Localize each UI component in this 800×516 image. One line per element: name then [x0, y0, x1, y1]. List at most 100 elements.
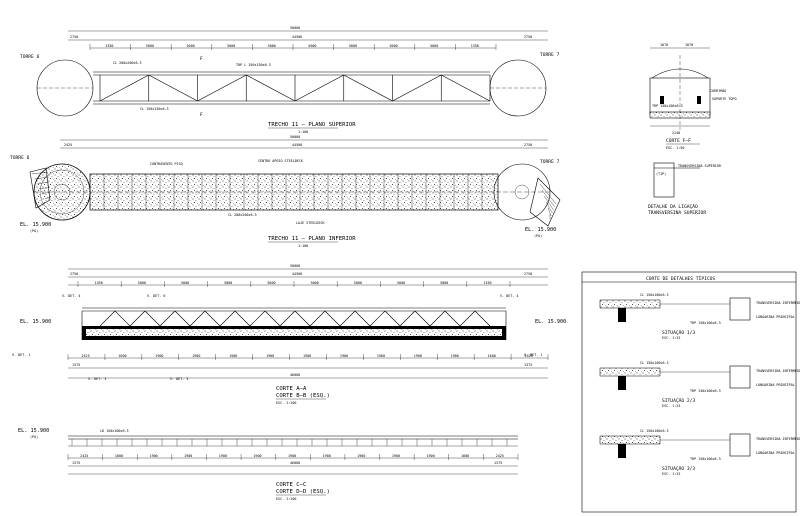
view-scale: 1:100 — [298, 244, 308, 248]
joist — [618, 308, 626, 322]
detail-label: TRANSVERSINA SUPERIOR — [678, 164, 722, 168]
label-top-chord: CL 200x200x6.3 — [113, 61, 142, 65]
dim-value: 5000 — [146, 44, 154, 48]
dim-total: 2140 — [672, 131, 680, 135]
truss-diagonal — [204, 310, 221, 327]
label-cl: CL 200x200x6.3 — [228, 213, 257, 217]
dim-value: 5000 — [224, 281, 232, 285]
truss-diagonals — [99, 74, 491, 102]
dim-value: 1900 — [377, 354, 385, 358]
view-title: TRECHO 11 – PLANO SUPERIOR — [268, 122, 356, 128]
truss-diagonal — [392, 74, 442, 102]
truss-diagonal — [474, 310, 491, 327]
dim-value: 2425 — [496, 454, 504, 458]
tag-left: TORRE 6 — [20, 54, 40, 60]
truss-diagonal — [144, 310, 161, 327]
dim-value: 1900 — [229, 354, 237, 358]
dim-value: 2425 — [80, 454, 88, 458]
dim-value: 5000 — [227, 44, 235, 48]
el-right: EL. 15.900 — [535, 319, 566, 325]
joist — [618, 444, 626, 458]
situacao-scale: ESC. 1:25 — [662, 472, 680, 476]
beam-section — [729, 297, 751, 321]
dim-value: 5000 — [268, 44, 276, 48]
slab-section — [599, 435, 661, 445]
label-long: LONGARINA PRINCIPAL — [756, 383, 795, 387]
tag-left: TORRE 6 — [10, 155, 30, 161]
view-scale: 1:100 — [298, 130, 308, 134]
stair-step — [39, 186, 50, 190]
dim-mid: 44500 — [292, 143, 302, 147]
dim-value: 1900 — [219, 454, 227, 458]
tag-det-1b: V. DET. 1 — [524, 353, 542, 357]
dim-value: 1900 — [155, 354, 163, 358]
truss-diagonals — [81, 310, 507, 340]
dim-value: 1900 — [303, 354, 311, 358]
dim-value: 1600 — [115, 454, 123, 458]
view-corte-ff: 1070 1070 CORRIMÃO TRP 150x100x6.3 SUPOR… — [649, 43, 737, 150]
label-bottom: CL 150x150x6.3 — [140, 107, 169, 111]
el-left-sub: (PA) — [30, 229, 38, 233]
stair-step — [547, 207, 552, 217]
dim-value: 5000 — [349, 44, 357, 48]
detail-frame — [653, 162, 675, 198]
dim-value: 1900 — [192, 354, 200, 358]
dim-right: 2750 — [524, 272, 532, 276]
foot-right: 1375 — [524, 363, 532, 367]
label-corrimao: CORRIMÃO — [710, 88, 726, 93]
dim-value: 1900 — [323, 454, 331, 458]
dim-value: 1600 — [488, 354, 496, 358]
truss-diagonal — [159, 310, 176, 327]
top-label: LD 150x100x6.3 — [100, 429, 129, 433]
foot-mid: 46000 — [290, 373, 300, 377]
dim-value: 5000 — [181, 281, 189, 285]
dim-value: 5000 — [311, 281, 319, 285]
panel-frame — [581, 271, 797, 513]
tag-det-5: V. DET. 5 — [170, 377, 188, 381]
truss-diagonal — [279, 310, 296, 327]
truss-diagonal — [444, 310, 461, 327]
joist — [618, 376, 626, 390]
dim-b: 1070 — [685, 43, 693, 47]
label-cl: CL 150x100x6.3 — [640, 361, 669, 365]
label-trans: TRANSVERSINA INTERMEDIÁRIA — [756, 368, 800, 373]
truss-diagonal — [264, 310, 281, 327]
truss-diagonal — [189, 310, 206, 327]
tag-det-6: V. DET. 6 — [147, 294, 165, 298]
dim-value: 1600 — [461, 454, 469, 458]
dim-value: 5000 — [267, 281, 275, 285]
dim-value: 5000 — [354, 281, 362, 285]
stair-step — [541, 189, 555, 208]
dim-value: 1350 — [471, 44, 479, 48]
stair-step — [31, 171, 49, 175]
section-mark-f2: F — [200, 56, 203, 62]
truss-diagonal — [441, 74, 491, 102]
dim-value: 5000 — [308, 44, 316, 48]
dim-value: 5000 — [187, 44, 195, 48]
view-scale: ESC. 1:100 — [276, 401, 296, 405]
posts — [71, 439, 508, 446]
stair-left — [29, 167, 51, 209]
label-suporte: SUPORTE TOPO — [712, 97, 737, 101]
label-centro: CENTRO APOIO STEELDECK — [258, 159, 304, 163]
view-title: CORTE F–F — [666, 138, 691, 144]
truss-diagonal — [294, 74, 344, 102]
dim-value: 1900 — [340, 354, 348, 358]
dim-value: 1900 — [414, 354, 422, 358]
truss-diagonal — [234, 310, 251, 327]
label-trans: TRANSVERSINA INTERMEDIÁRIA — [756, 436, 800, 441]
slab-section — [599, 367, 661, 377]
el-left: EL. 15.900 — [20, 319, 51, 325]
situacao-label: SITUAÇÃO 2/3 — [662, 397, 695, 404]
truss-diagonal — [148, 74, 198, 102]
tag-right: TORRE 7 — [540, 159, 560, 165]
stair-step — [44, 196, 51, 200]
truss-diagonal — [414, 310, 431, 327]
